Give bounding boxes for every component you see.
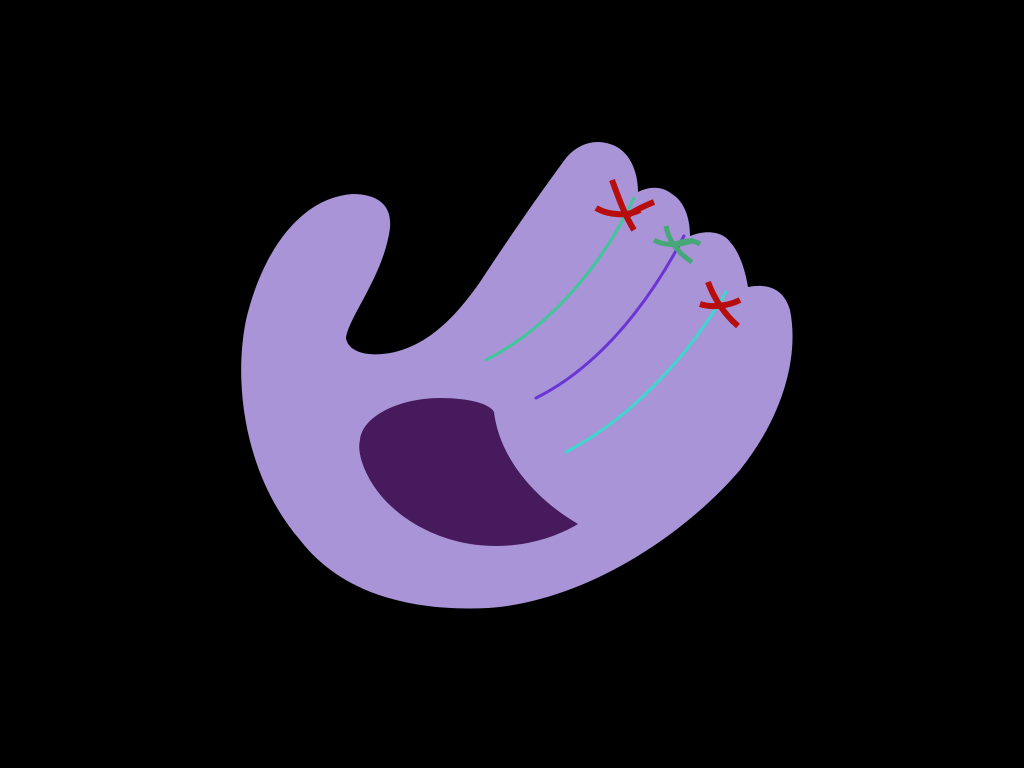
glove-pocket (359, 398, 578, 546)
lace-tie (594, 178, 656, 232)
lace-tie (699, 280, 742, 329)
lace-tie (652, 225, 702, 265)
finger-seam-line (484, 196, 636, 362)
finger-seam-line (564, 290, 728, 454)
finger-seam-line (534, 234, 686, 400)
